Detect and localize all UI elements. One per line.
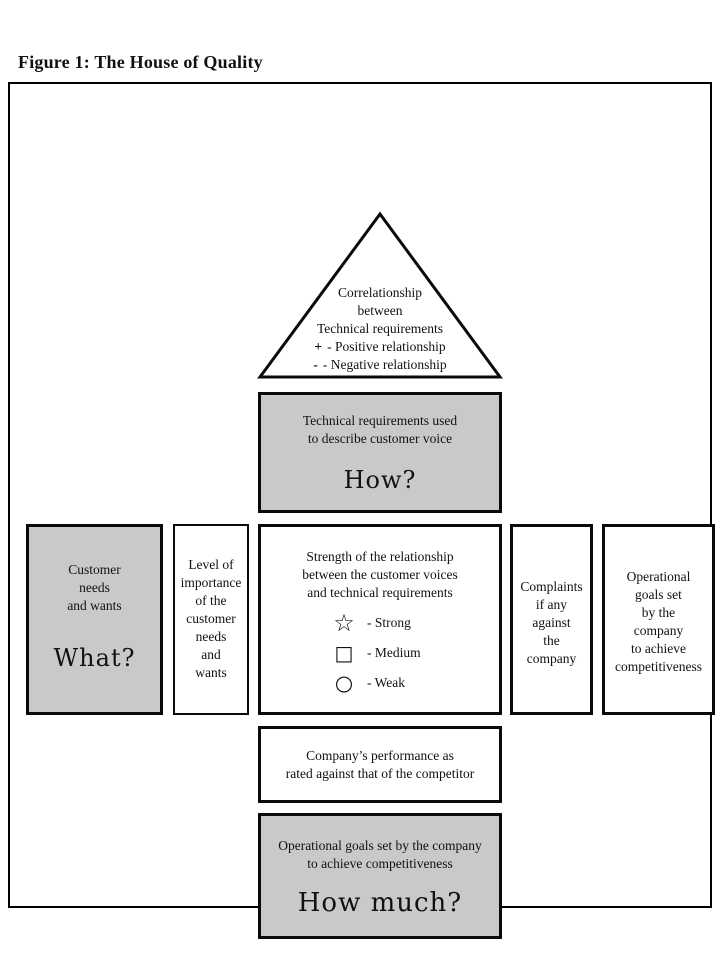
customer-needs-box: Customer needs and wants What? — [26, 524, 163, 715]
text-line: against — [532, 615, 571, 630]
text-line: company — [633, 623, 684, 638]
text-line: customer — [186, 611, 236, 626]
text-line: and technical requirements — [307, 585, 453, 600]
text-line: rated against that of the competitor — [285, 765, 475, 781]
roof-line: between — [357, 303, 403, 318]
roof-line: Correlationship — [338, 285, 422, 300]
relationship-matrix-box: Strength of the relationship between the… — [258, 524, 502, 715]
text-line: company — [526, 651, 577, 666]
plus-symbol: + — [314, 339, 323, 354]
roof-legend-text: - Positive relationship — [327, 339, 446, 354]
legend-row-medium: □ - Medium — [261, 638, 499, 668]
text-line: Complaints — [520, 579, 583, 594]
text-line: Operational — [626, 569, 691, 584]
figure-title: Figure 1: The House of Quality — [18, 52, 263, 72]
text-line: between the customer voices — [302, 567, 458, 582]
what-label: What? — [53, 644, 136, 672]
diagram-frame: Correlationship between Technical requir… — [8, 82, 715, 939]
technical-requirements-text: Technical requirements used to describe … — [303, 412, 457, 448]
how-much-text: Operational goals set by the company to … — [278, 837, 482, 873]
text-line: if any — [535, 597, 568, 612]
text-line: to achieve — [630, 641, 687, 656]
customer-needs-text: Customer needs and wants — [67, 561, 121, 615]
competitor-performance-text: Company’s performance as rated against t… — [286, 747, 475, 783]
roof-text: Correlationship between Technical requir… — [256, 284, 504, 374]
how-label: How? — [343, 466, 417, 494]
operational-goals-box: Operational goals set by the company to … — [602, 524, 715, 715]
complaints-text: Complaints if any against the company — [520, 578, 582, 668]
text-line: goals set — [635, 587, 682, 602]
relationship-text: Strength of the relationship between the… — [302, 548, 458, 602]
text-line: Strength of the relationship — [306, 549, 454, 564]
text-line: needs — [195, 629, 227, 644]
text-line: of the — [195, 593, 227, 608]
operational-goals-text: Operational goals set by the company to … — [615, 568, 702, 676]
importance-text: Level of importance of the customer need… — [181, 556, 242, 682]
legend-label: - Strong — [367, 615, 411, 630]
roof-line: Technical requirements — [316, 321, 444, 336]
text-line: Customer — [68, 562, 121, 577]
minus-symbol: - — [313, 357, 318, 372]
text-line: Technical requirements used — [302, 413, 458, 428]
text-line: competitiveness — [615, 659, 702, 674]
text-line: the — [543, 633, 560, 648]
text-line: wants — [195, 665, 227, 680]
text-line: to describe customer voice — [307, 431, 453, 446]
competitor-performance-box: Company’s performance as rated against t… — [258, 726, 502, 803]
circle-outline-icon: ○ — [334, 671, 354, 695]
triangle-shape — [257, 211, 503, 379]
text-line: by the — [641, 605, 676, 620]
square-outline-icon: □ — [334, 641, 354, 665]
how-much-box: Operational goals set by the company to … — [258, 813, 502, 939]
importance-box: Level of importance of the customer need… — [173, 524, 249, 715]
star-outline-icon: ☆ — [333, 609, 355, 637]
legend-label: - Medium — [367, 645, 421, 660]
text-line: and — [201, 647, 221, 662]
text-line: importance — [180, 575, 242, 590]
legend-row-weak: ○ - Weak — [261, 668, 499, 698]
text-line: to achieve competitiveness — [307, 856, 453, 871]
roof-legend-text: - Negative relationship — [322, 357, 447, 372]
legend-row-strong: ☆ - Strong — [261, 608, 499, 638]
roof-legend-negative: -- Negative relationship — [256, 356, 504, 374]
text-line: and wants — [67, 598, 122, 613]
technical-requirements-box: Technical requirements used to describe … — [258, 392, 502, 513]
relationship-legend: ☆ - Strong □ - Medium ○ - Weak — [261, 608, 499, 698]
roof-correlation-triangle: Correlationship between Technical requir… — [256, 210, 504, 381]
how-much-label: How much? — [297, 888, 463, 918]
text-line: needs — [79, 580, 110, 595]
text-line: Operational goals set by the company — [278, 838, 482, 853]
text-line: Company’s performance as — [306, 747, 454, 763]
legend-label: - Weak — [367, 675, 406, 690]
complaints-box: Complaints if any against the company — [510, 524, 593, 715]
text-line: Level of — [188, 557, 234, 572]
roof-legend-positive: + - Positive relationship — [256, 338, 504, 356]
